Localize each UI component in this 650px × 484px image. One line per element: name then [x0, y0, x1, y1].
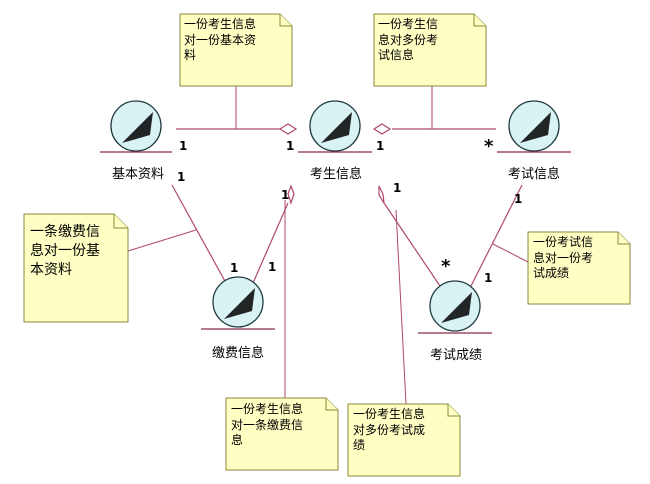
- note-fold: [617, 232, 630, 245]
- mult-student-exam-left: 1: [376, 139, 384, 153]
- entity-payment[interactable]: 缴费信息: [201, 276, 275, 361]
- note-n1: 一份考生信息 对一份基本资 料: [179, 13, 293, 87]
- note-box: [179, 13, 293, 87]
- diamond-student-payment: [287, 184, 295, 205]
- note-n5: 一份考生信息 对一条缴费信 息: [225, 397, 339, 471]
- mult-student-score-bottom: *: [441, 256, 451, 277]
- note-fold: [279, 14, 292, 27]
- note-line: 试信息: [378, 47, 414, 62]
- entity-label: 缴费信息: [212, 345, 264, 361]
- note-line: 一份考试信: [533, 234, 593, 249]
- entity-exam[interactable]: 考试信息: [497, 100, 571, 182]
- note-link-n6: [395, 209, 407, 405]
- note-box: [527, 231, 631, 305]
- note-box: [23, 213, 129, 323]
- note-line: 息对一份考: [533, 250, 593, 265]
- mult-exam-score-top: 1: [514, 192, 522, 206]
- entity-icon-mark: [441, 292, 472, 323]
- diamond-basic-student: [278, 123, 298, 135]
- note-box: [347, 403, 461, 477]
- entity-label: 考生信息: [310, 166, 362, 182]
- note-line: 绩: [353, 438, 365, 452]
- entity-score[interactable]: 考试成绩: [418, 280, 492, 363]
- note-line: 一份考生信息: [353, 406, 425, 421]
- note-box: [373, 13, 487, 87]
- note-link-n3: [127, 229, 197, 252]
- aggregation-diamonds: [278, 123, 392, 205]
- note-line: 息对多份考: [378, 32, 438, 47]
- entity-icon-mark: [122, 112, 153, 143]
- entity-label: 考试成绩: [430, 348, 482, 363]
- entity-icon-mark: [321, 112, 352, 143]
- note-line: 一份考生信息: [184, 16, 256, 31]
- entity-icon: [309, 100, 361, 152]
- note-line: 本资料: [30, 262, 72, 278]
- mult-basic-student-left: 1: [179, 139, 187, 153]
- mult-basic-student-right: 1: [286, 139, 294, 153]
- note-line: 一份考生信息: [231, 401, 303, 416]
- note-line: 一份考生信: [378, 17, 438, 31]
- note-line: 料: [184, 48, 196, 62]
- note-line: 一条缴费信: [30, 223, 100, 240]
- diamond-student-exam: [372, 123, 392, 135]
- note-connectors: [127, 86, 529, 405]
- mult-basic-payment-top: 1: [177, 170, 185, 184]
- note-line: 对一条缴费信: [231, 417, 303, 432]
- diamond-student-score: [378, 185, 385, 204]
- note-fold: [473, 14, 486, 27]
- entity-basic[interactable]: 基本资料: [100, 100, 172, 182]
- note-line: 对一份基本资: [184, 33, 256, 47]
- mult-basic-payment-bottom: 1: [230, 261, 238, 275]
- assoc-basic-payment: [171, 184, 227, 284]
- mult-student-exam-right: *: [484, 136, 494, 157]
- entity-student[interactable]: 考生信息: [298, 100, 372, 182]
- mult-student-payment-top: 1: [281, 188, 289, 202]
- note-n4: 一份考试信 息对一份考 试成绩: [527, 231, 631, 305]
- note-line: 试成绩: [533, 265, 569, 280]
- entity-label: 基本资料: [112, 167, 164, 182]
- entity-icon-mark: [224, 288, 255, 319]
- note-fold: [325, 398, 338, 411]
- mult-student-payment-bottom: 1: [268, 260, 276, 274]
- assoc-exam-score: [469, 184, 523, 289]
- note-line: 对多份考试成: [353, 422, 425, 437]
- note-fold: [447, 404, 460, 417]
- assoc-student-payment: [252, 202, 289, 284]
- note-box: [225, 397, 339, 471]
- entity-icon: [212, 276, 264, 328]
- note-n2: 一份考生信 息对多份考 试信息: [373, 13, 487, 87]
- entity-label: 考试信息: [508, 166, 560, 182]
- assoc-student-score: [383, 202, 441, 287]
- multiplicities: 1 1 1 * 1 1 1 1 1 * 1 1: [177, 136, 522, 285]
- note-link-n4: [492, 243, 529, 263]
- entity-icon-mark: [520, 112, 551, 143]
- note-line: 息对一份基: [30, 242, 100, 259]
- note-n3: 一条缴费信 息对一份基 本资料: [23, 213, 129, 323]
- entity-icon: [429, 280, 481, 332]
- note-n6: 一份考生信息 对多份考试成 绩: [347, 403, 461, 477]
- mult-exam-score-bottom: 1: [484, 271, 492, 285]
- entity-icon: [110, 100, 162, 152]
- entity-icon: [508, 100, 560, 152]
- associations: [171, 128, 523, 289]
- mult-student-score-top: 1: [393, 181, 401, 195]
- note-line: 息: [231, 432, 243, 447]
- note-fold: [113, 214, 128, 229]
